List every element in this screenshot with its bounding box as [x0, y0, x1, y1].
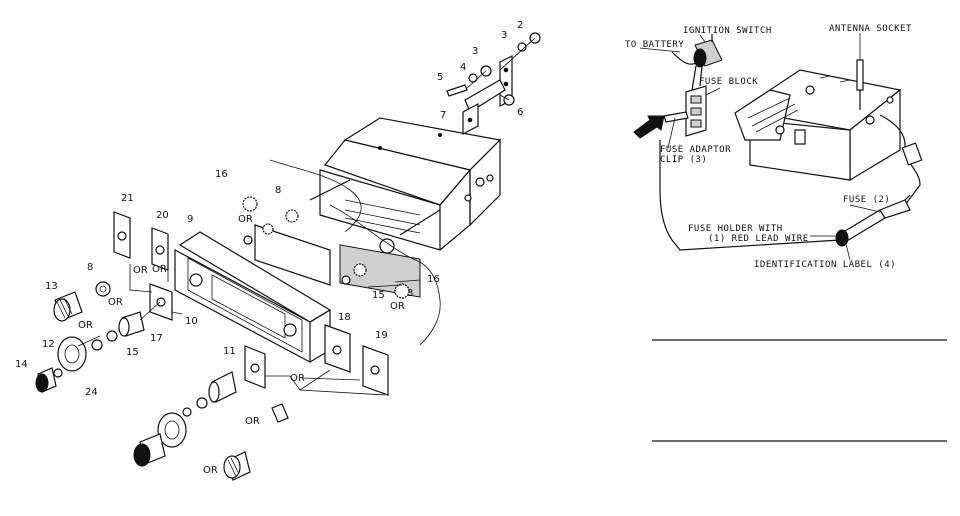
part-number: 19	[375, 330, 388, 341]
label-fuse-holder: FUSE HOLDER WITH	[688, 224, 783, 234]
label-fuse-adaptor: FUSE ADAPTOR	[660, 145, 731, 155]
or-label: OR	[133, 265, 148, 276]
radio-body	[734, 69, 902, 182]
part-number: 13	[45, 281, 58, 292]
part-number: 8	[275, 185, 281, 196]
or-label: OR	[203, 465, 218, 476]
part-number: 14	[15, 359, 28, 370]
or-labels: OR OR OR OR OR OR OR OR OR	[78, 214, 405, 476]
part-number: 10	[185, 316, 198, 327]
part-number: 18	[338, 312, 351, 323]
part-number: 11	[223, 346, 236, 357]
or-label: OR	[78, 320, 93, 331]
label-identification: IDENTIFICATION LABEL (4)	[754, 260, 896, 270]
arrow-icon	[633, 115, 665, 139]
part-number-labels: 2 3 3 4 5 6 7 16 8 21 20 9 8 13 10 17 15…	[15, 20, 523, 398]
cut-line-upper	[269, 159, 362, 233]
part-number: 2	[517, 20, 523, 31]
or-label: OR	[152, 264, 167, 275]
part-number: 9	[187, 214, 193, 225]
star-washers	[242, 196, 410, 299]
label-to-battery: TO BATTERY	[625, 40, 684, 50]
part-number: 15	[126, 347, 139, 358]
label-red-lead-wire: (1) RED LEAD WIRE	[708, 234, 809, 244]
part-number: 3	[407, 288, 413, 299]
connector	[901, 142, 923, 166]
part-number: 8	[87, 262, 93, 273]
red-lead-wire	[659, 140, 841, 251]
ignition-switch	[671, 34, 723, 68]
left-knob-assembly	[35, 281, 161, 393]
spacer-plates	[113, 211, 389, 396]
dial-window	[254, 224, 331, 286]
part-number: 17	[150, 333, 163, 344]
part-number: 7	[440, 110, 446, 121]
part-number: 16	[427, 274, 440, 285]
part-number: 5	[437, 72, 443, 83]
wiring-labels: TO BATTERY IGNITION SWITCH ANTENNA SOCKE…	[625, 24, 912, 270]
part-number: 3	[472, 46, 478, 57]
fuse-block	[685, 65, 707, 137]
part-number: 4	[460, 62, 466, 73]
part-number: 3	[501, 30, 507, 41]
cut-line-right	[329, 204, 441, 346]
radio-chassis	[309, 117, 502, 298]
part-number: 16	[215, 169, 228, 180]
label-antenna-socket: ANTENNA SOCKET	[829, 24, 912, 34]
label-fuse: FUSE (2)	[843, 195, 890, 205]
bezel-frame	[174, 231, 332, 363]
part-number: 6	[517, 107, 523, 118]
or-label: OR	[290, 373, 305, 384]
mounting-bracket	[446, 32, 541, 135]
label-ignition-switch: IGNITION SWITCH	[683, 26, 772, 36]
or-label: OR	[238, 214, 253, 225]
fuse-adaptor-clip	[663, 111, 689, 123]
fuse-holder	[835, 194, 911, 247]
part-number: 12	[42, 339, 55, 350]
part-number: 24	[85, 387, 98, 398]
exploded-view-radio-mounting	[35, 32, 541, 481]
right-knob-assembly	[133, 371, 289, 481]
part-number: 21	[121, 193, 134, 204]
label-fuse-adaptor-clip: CLIP (3)	[660, 155, 707, 165]
power-lead	[879, 114, 921, 206]
or-label: OR	[390, 301, 405, 312]
or-label: OR	[245, 416, 260, 427]
part-number: 20	[156, 210, 169, 221]
or-label: OR	[108, 297, 123, 308]
part-number: 15	[372, 290, 385, 301]
label-fuse-block: FUSE BLOCK	[699, 77, 758, 87]
wiring-view	[633, 33, 947, 442]
